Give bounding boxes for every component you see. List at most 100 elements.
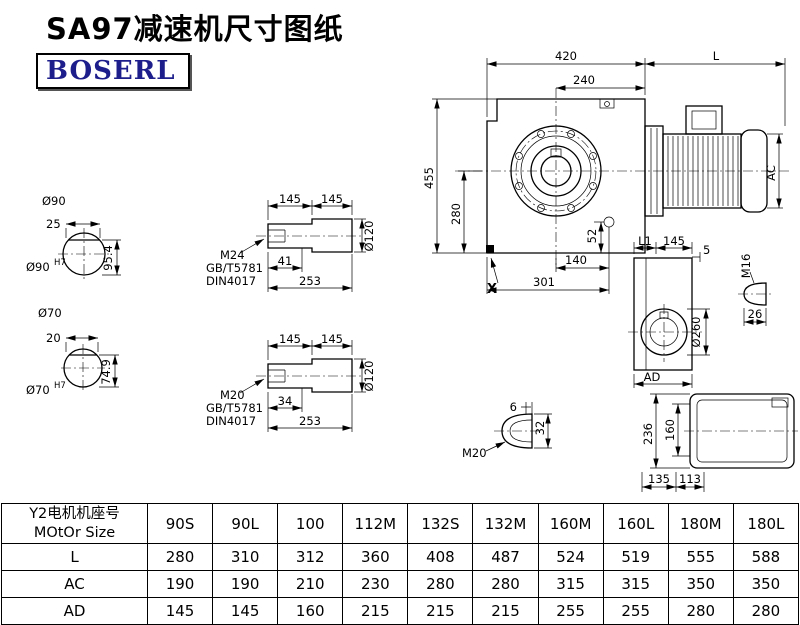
motor-size-table: Y2电机机座号 MOtOr Size 90S 90L 100 112M 132S… <box>1 503 800 625</box>
dim-dia90-label: Ø90 <box>42 194 66 208</box>
rear-view: 236 160 135 113 <box>641 393 798 492</box>
value-cell: 280 <box>732 597 800 625</box>
value-cell: 524 <box>537 543 604 571</box>
value-cell: 312 <box>277 543 344 571</box>
value-cell: 145 <box>212 597 279 625</box>
value-cell: 588 <box>732 543 800 571</box>
value-cell: 487 <box>472 543 539 571</box>
dim-bore90-tol: H7 <box>54 258 66 268</box>
size-header-160m: 160M <box>537 503 604 544</box>
std-gbt5781-label: GB/T5781 <box>206 261 263 275</box>
dim-shaft20-total: 253 <box>299 414 321 428</box>
thread-m20-label: M20 <box>220 388 245 402</box>
thread-m24-label: M24 <box>220 248 245 262</box>
value-cell: 190 <box>146 570 214 598</box>
shaft-m24-view: 145 145 Ø120 M24 GB/T5781 DIN4017 41 253 <box>206 192 376 292</box>
value-cell: 280 <box>407 570 474 598</box>
page-title: SA97减速机尺寸图纸 <box>46 12 344 46</box>
dim-145-side: 145 <box>663 234 685 248</box>
size-header-180m: 180M <box>667 503 734 544</box>
thread-m20-end-label: M20 <box>462 446 487 460</box>
table-row-AC: AC 190 190 210 230 280 280 315 315 350 3… <box>1 570 800 598</box>
dim-135: 135 <box>648 472 670 486</box>
dim-shaft20-threadlen: 34 <box>278 394 293 408</box>
detail-x-label: X <box>487 282 497 297</box>
dim-420: 420 <box>555 49 577 63</box>
value-cell: 315 <box>602 570 669 598</box>
bore-90-view: Ø90 25 95.4 Ø90 H7 <box>26 194 121 280</box>
shaft-end-detail: M20 6 32 <box>462 400 552 460</box>
dim-bore90-h7: Ø90 <box>26 260 50 274</box>
value-cell: 160 <box>277 597 344 625</box>
header-motor-size-cn: Y2电机机座号 <box>29 506 120 523</box>
dim-280: 280 <box>449 203 463 225</box>
dim-bore70-h7: Ø70 <box>26 383 50 397</box>
value-cell: 280 <box>472 570 539 598</box>
dim-bore70-tol: H7 <box>54 381 66 391</box>
value-cell: 280 <box>146 543 214 571</box>
header-motor-size-cell: Y2电机机座号 MOtOr Size <box>1 503 148 544</box>
value-cell: 145 <box>146 597 214 625</box>
value-cell: 350 <box>732 570 800 598</box>
table-row-L: L 280 310 312 360 408 487 524 519 555 58… <box>1 543 800 571</box>
dim-shaft24-total: 253 <box>299 274 321 288</box>
brand-logo-box: BOSERL <box>36 53 190 89</box>
output-side-view: L1 145 5 Ø260 M16 26 AD <box>628 234 774 388</box>
value-cell: 210 <box>277 570 344 598</box>
dim-shaft20-dia: Ø120 <box>362 360 376 391</box>
thread-m16-label: M16 <box>739 254 753 279</box>
dim-260: Ø260 <box>689 316 703 347</box>
size-header-90s: 90S <box>146 503 214 544</box>
value-cell: 215 <box>472 597 539 625</box>
dim-shaft24-threadlen: 41 <box>278 254 293 268</box>
value-cell: 190 <box>212 570 279 598</box>
dim-240: 240 <box>573 73 595 87</box>
main-front-view: 420 L 240 455 280 52 140 301 X AC <box>422 49 792 297</box>
dim-keyheight-74-9: 74.9 <box>99 359 113 385</box>
shaft-m20-view: 145 145 Ø120 M20 GB/T5781 DIN4017 34 253 <box>206 332 376 432</box>
dim-keywidth-20: 20 <box>46 331 61 345</box>
dim-shaft20-seg2: 145 <box>321 332 343 346</box>
dim-L: L <box>713 49 720 63</box>
size-header-160l: 160L <box>602 503 669 544</box>
value-cell: 215 <box>342 597 409 625</box>
value-cell: 280 <box>667 597 734 625</box>
value-cell: 360 <box>342 543 409 571</box>
size-header-100: 100 <box>277 503 344 544</box>
dim-L1: L1 <box>638 234 652 248</box>
dim-AC: AC <box>764 165 778 181</box>
size-header-112m: 112M <box>342 503 409 544</box>
dim-shaft24-dia: Ø120 <box>362 220 376 251</box>
header-motor-size-en: MOtOr Size <box>33 524 116 541</box>
dim-shaft24-seg1: 145 <box>279 192 301 206</box>
value-cell: 255 <box>602 597 669 625</box>
dim-32: 32 <box>533 421 547 436</box>
dim-shaft20-seg1: 145 <box>279 332 301 346</box>
dim-113: 113 <box>679 472 701 486</box>
value-cell: 519 <box>602 543 669 571</box>
dim-236: 236 <box>641 423 655 445</box>
row-label-AC: AC <box>1 570 148 598</box>
dim-shaft24-seg2: 145 <box>321 192 343 206</box>
value-cell: 310 <box>212 543 279 571</box>
dim-26: 26 <box>748 307 763 321</box>
dim-5: 5 <box>703 243 710 257</box>
value-cell: 555 <box>667 543 734 571</box>
std-din4017-label: DIN4017 <box>206 274 256 288</box>
size-header-90l: 90L <box>212 503 279 544</box>
value-cell: 315 <box>537 570 604 598</box>
row-label-AD: AD <box>1 597 148 625</box>
value-cell: 215 <box>407 597 474 625</box>
std-din4017-label2: DIN4017 <box>206 414 256 428</box>
row-label-L: L <box>1 543 148 571</box>
dim-keyheight-95-4: 95.4 <box>101 245 115 271</box>
dim-160: 160 <box>663 419 677 441</box>
value-cell: 350 <box>667 570 734 598</box>
dim-455: 455 <box>422 167 436 189</box>
detail-x-marker <box>486 245 494 253</box>
dim-52: 52 <box>585 229 599 244</box>
dim-140: 140 <box>565 253 587 267</box>
technical-drawing: Ø90 25 95.4 Ø90 H7 Ø70 20 74.9 Ø70 H7 14 <box>26 49 798 492</box>
table-header-row: Y2电机机座号 MOtOr Size 90S 90L 100 112M 132S… <box>1 503 800 544</box>
dim-keywidth-25: 25 <box>46 217 61 231</box>
